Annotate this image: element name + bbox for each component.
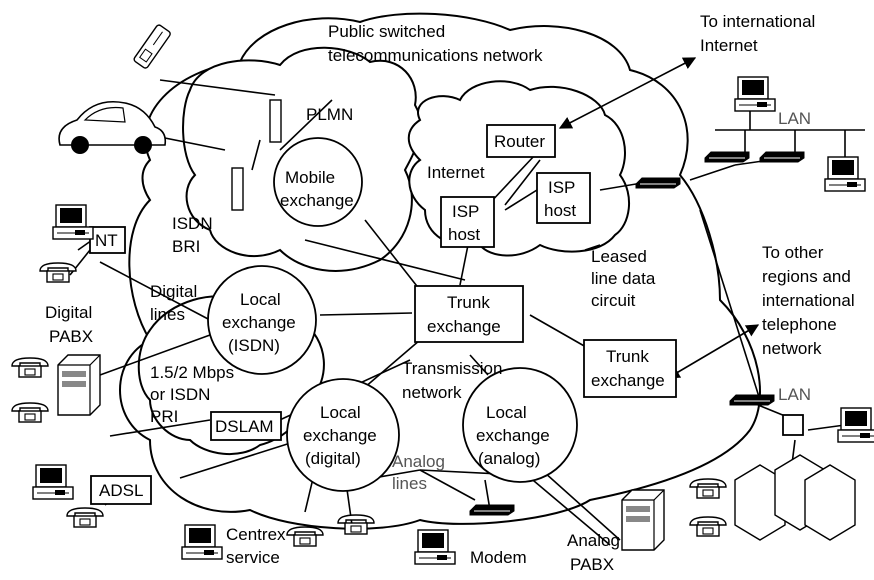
modem-icon [704, 151, 750, 163]
modem-icon [759, 151, 805, 163]
lan-right-label: LAN [778, 385, 811, 404]
adsl-box [90, 475, 152, 505]
phone-icon [11, 357, 49, 378]
pc-icon [734, 76, 776, 112]
isp-host-1-box [440, 196, 495, 248]
dslam-label: DSLAM [215, 417, 274, 436]
server-cluster-icon [734, 454, 856, 541]
mobile-exchange-node [273, 137, 363, 227]
pc-icon [181, 524, 223, 560]
lan-top-label: LAN [778, 109, 811, 128]
arrow-international-internet [558, 57, 697, 129]
isp-host-2-box [536, 172, 591, 224]
local-exchange-isdn-node [207, 265, 317, 375]
adsl-label: ADSL [99, 481, 143, 500]
local-exchange-digital-node [286, 378, 400, 492]
plmn-label: PLMN [306, 105, 353, 124]
local-exchange-analog-node [462, 367, 578, 483]
pc-icon [52, 204, 94, 240]
dslam-box [210, 411, 282, 441]
pc-icon [32, 464, 74, 500]
nt-box [89, 226, 126, 254]
modem-label: Modem [470, 548, 527, 567]
lan-hub-box [782, 414, 804, 436]
modem-icon [635, 177, 681, 189]
arrow-other-regions [666, 324, 760, 379]
modem-icon [469, 504, 515, 516]
car-icon [58, 101, 167, 154]
mobile-phone-icon [133, 24, 171, 69]
digital-pabx-icon [57, 354, 101, 416]
antenna-icon [231, 167, 244, 211]
internet-label: Internet [427, 163, 485, 182]
phone-icon [689, 478, 727, 499]
antenna-icon [269, 99, 282, 143]
analog-pabx-icon [621, 489, 665, 551]
pc-icon [414, 529, 456, 565]
phone-icon [11, 402, 49, 423]
phone-icon [66, 507, 104, 528]
modem-icon [729, 394, 775, 406]
trunk-exchange-1-box [414, 285, 524, 343]
router-box [486, 124, 556, 158]
nt-label: NT [95, 231, 118, 250]
pc-icon [837, 407, 874, 443]
pc-icon [824, 156, 866, 192]
router-label: Router [494, 132, 545, 151]
phone-icon [689, 516, 727, 537]
phone-icon [286, 526, 324, 547]
trunk-exchange-2-box [583, 339, 677, 398]
phone-icon [39, 262, 77, 283]
